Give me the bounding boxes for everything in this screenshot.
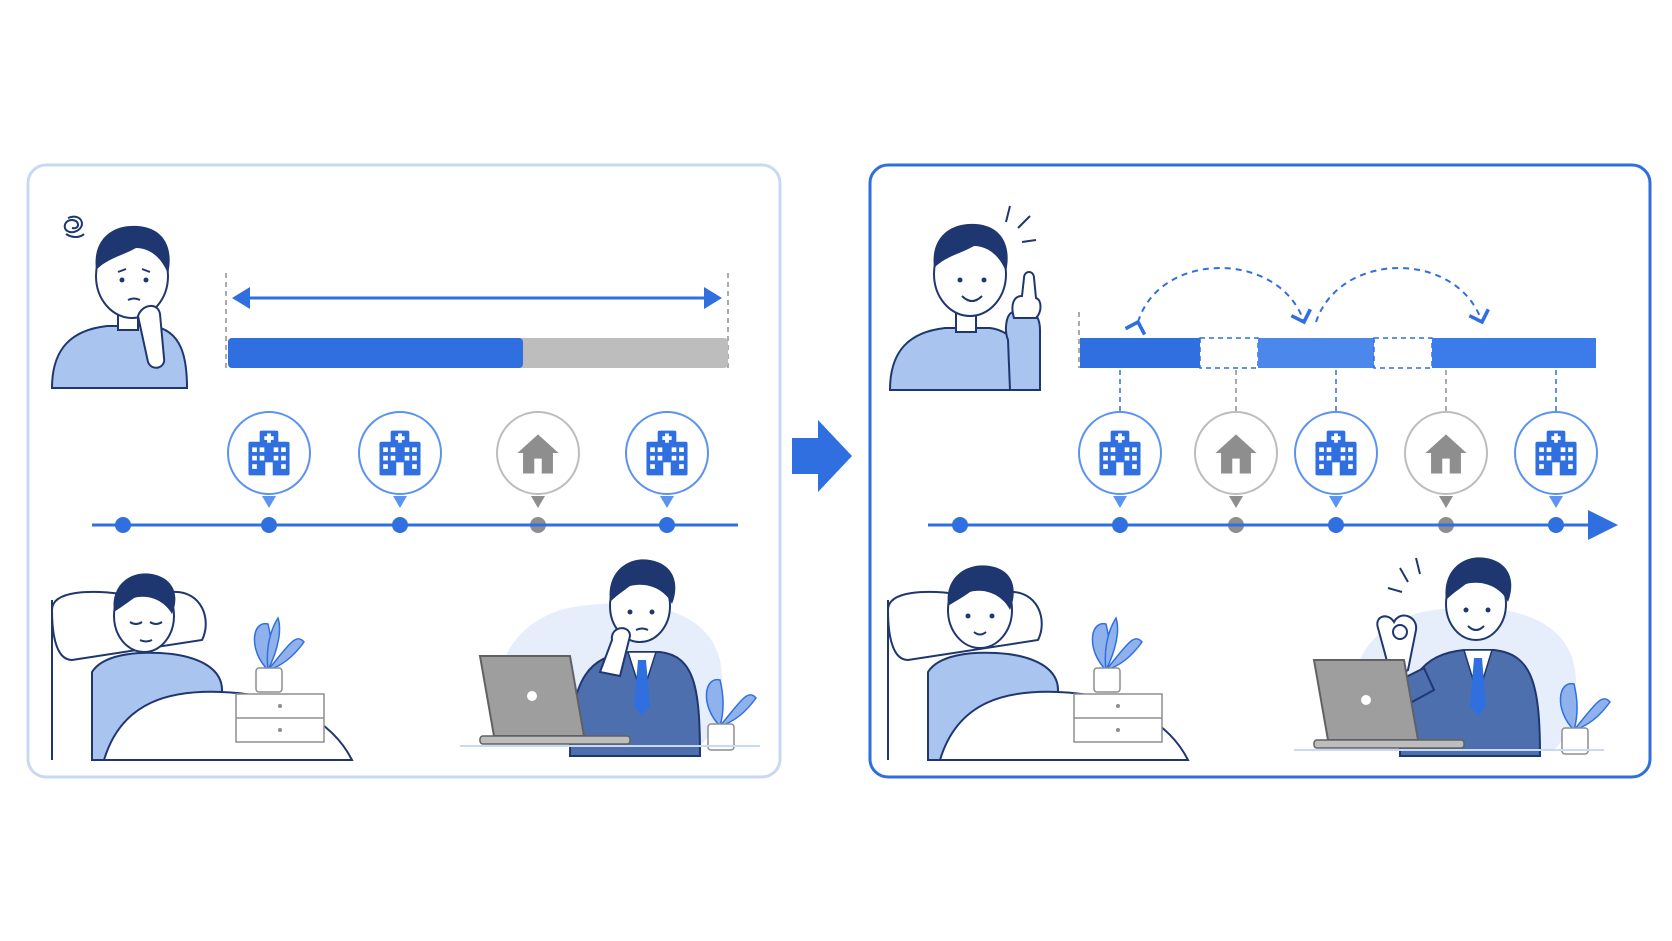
timeline-dot: [115, 517, 131, 533]
right-arrow-icon: [792, 420, 852, 492]
hospital-marker: [1514, 370, 1598, 533]
nightstand-plant: [1073, 616, 1163, 743]
home-marker: [1194, 370, 1278, 533]
sparkle-icon: [1005, 205, 1037, 243]
home-marker: [496, 411, 580, 533]
nightstand-plant: [235, 616, 325, 743]
home-marker: [1404, 370, 1488, 533]
left-timeline-markers: [227, 411, 709, 533]
right-timeline: [928, 510, 1618, 540]
leave-progress-bar: [228, 338, 728, 368]
right-panel: [868, 163, 1652, 779]
dizzy-icon: [63, 215, 85, 238]
confident-worker: [1294, 557, 1611, 757]
worried-worker: [460, 559, 760, 757]
hospital-marker: [1078, 370, 1162, 533]
left-panel: [26, 163, 782, 779]
sparkle-icon: [1387, 557, 1421, 593]
flexible-schedule-arcs: [1124, 267, 1490, 336]
left-timeline: [92, 517, 738, 533]
idea-person: [888, 205, 1042, 391]
duration-arrow: [225, 273, 729, 368]
right-timeline-markers: [1078, 370, 1598, 533]
hospital-marker: [358, 411, 442, 533]
timeline-dot: [952, 517, 968, 533]
confused-person: [50, 215, 189, 389]
split-leave-bar: [1078, 312, 1596, 369]
